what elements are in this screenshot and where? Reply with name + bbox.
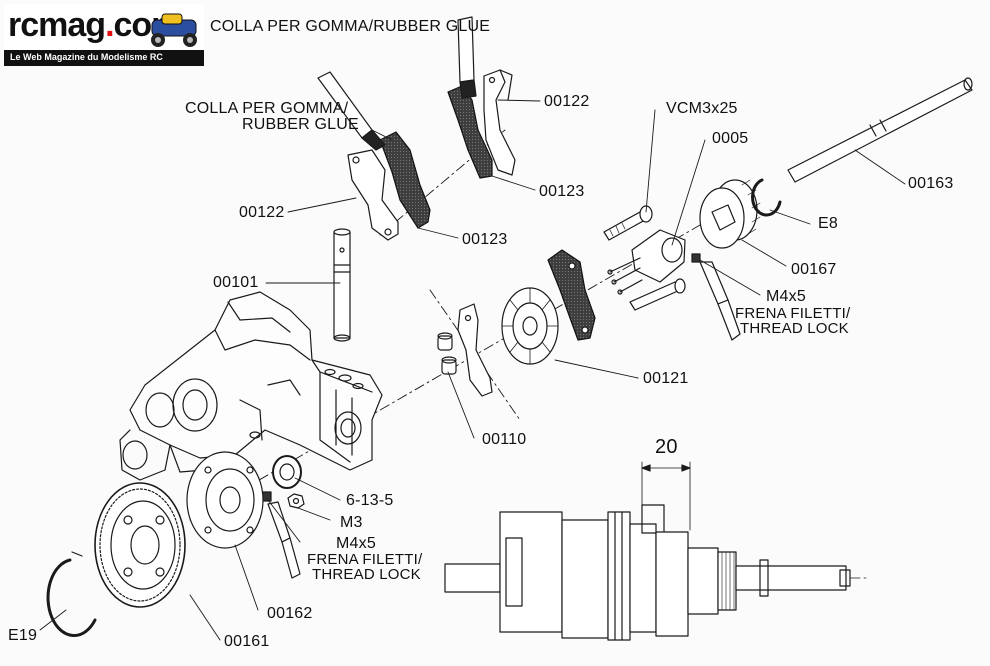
- label-00122-top: 00122: [544, 93, 590, 110]
- label-m4x5-left: M4x5: [336, 535, 376, 552]
- shaft-00101: [333, 228, 351, 342]
- leader-lines: [39, 99, 906, 641]
- spacers-00110: [437, 332, 457, 375]
- label-00162: 00162: [267, 605, 313, 622]
- label-frena-right-line1: FRENA FILETTI/: [735, 305, 851, 322]
- logo-name: rcmag: [8, 6, 106, 44]
- label-00161: 00161: [224, 633, 270, 650]
- screw-lower: [629, 278, 686, 311]
- logo-dot: .: [105, 6, 115, 44]
- rc-car-icon: [151, 13, 197, 47]
- label-00110: 00110: [482, 431, 527, 448]
- slipper-plate-00162: [186, 451, 264, 549]
- bracket-00122-top: [483, 69, 516, 176]
- logo-tagline-bar: [4, 50, 204, 66]
- assembled-side-view: [444, 461, 871, 641]
- hub-0005: [607, 229, 686, 295]
- screw-vcm3x25: [603, 205, 653, 241]
- label-m4x5-right: M4x5: [766, 288, 806, 305]
- label-00123-left: 00123: [462, 231, 508, 248]
- bearing-6-13-5: [272, 455, 302, 489]
- label-frena-left-line2: THREAD LOCK: [312, 566, 421, 583]
- label-00121: 00121: [643, 370, 689, 387]
- label-dimension-20: 20: [655, 436, 678, 458]
- logo-tagline: Le Web Magazine du Modelisme RC: [10, 52, 163, 62]
- label-00167: 00167: [791, 261, 837, 278]
- gearbox-housing: [119, 291, 383, 481]
- nut-m3: [287, 493, 305, 509]
- shaft-00163: [787, 77, 973, 183]
- label-00101: 00101: [213, 274, 259, 291]
- label-e8: E8: [818, 215, 838, 232]
- label-00163: 00163: [908, 175, 954, 192]
- eclip-e8: [751, 178, 782, 217]
- label-frena-right-line2: THREAD LOCK: [740, 320, 849, 337]
- threadlock-bottle-right: [699, 261, 741, 341]
- label-00123-top: 00123: [539, 183, 585, 200]
- glue-spatula-top: [457, 16, 477, 99]
- label-0005: 0005: [712, 130, 749, 147]
- brake-disk-00121: [501, 287, 559, 365]
- label-bearing-6-13-5: 6-13-5: [346, 492, 394, 509]
- threadlock-bottle-left: [267, 501, 301, 579]
- label-vcm3x25: VCM3x25: [666, 100, 738, 117]
- label-glue-left-line1: COLLA PER GOMMA/: [185, 100, 349, 117]
- rcmag-logo[interactable]: rcmag.com Le Web Magazine du Modelisme R…: [4, 4, 204, 66]
- pad-00123-left: [379, 131, 431, 229]
- set-screw-m4x5-right: [691, 253, 701, 263]
- label-e19: E19: [8, 627, 38, 644]
- label-glue-top: COLLA PER GOMMA/RUBBER GLUE: [210, 18, 491, 35]
- label-00122-left: 00122: [239, 204, 285, 221]
- label-glue-left-line2: RUBBER GLUE: [242, 116, 359, 133]
- bracket-00122-left: [347, 149, 399, 241]
- label-frena-left-line1: FRENA FILETTI/: [307, 551, 423, 568]
- pulley-00167: [699, 179, 761, 249]
- label-m3: M3: [340, 514, 363, 531]
- bracket-00122-right: [457, 303, 493, 397]
- logo-wordmark: rcmag.com: [8, 6, 181, 45]
- spur-gear-00161: [94, 482, 186, 608]
- pad-00123-right: [547, 249, 596, 341]
- eclip-e19: [46, 551, 97, 638]
- glue-spatula-left: [317, 71, 386, 151]
